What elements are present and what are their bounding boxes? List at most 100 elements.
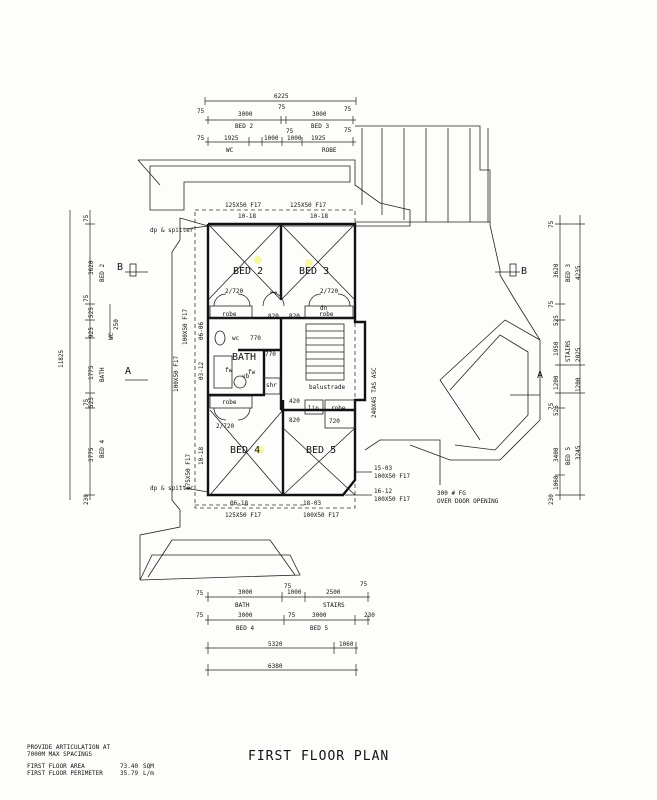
- room-label-bed2: BED 2: [233, 266, 263, 277]
- beam-label: 125X50 F17: [290, 202, 327, 209]
- floor-waste-label: fw: [225, 367, 233, 374]
- balustrade-label: balustrade: [309, 384, 346, 391]
- top-r1-dim-3: 75: [278, 104, 286, 111]
- bottom-dim: 75: [284, 583, 292, 590]
- bottom-overall-dim: 6380: [268, 663, 283, 670]
- bottom-dim: 3000: [238, 589, 253, 596]
- highlight-mark: [305, 259, 313, 267]
- left-dim: 75: [83, 214, 90, 222]
- robe-label: robe: [331, 405, 346, 412]
- section-a-left: A: [125, 366, 131, 377]
- stair-down-label: dn: [320, 305, 328, 312]
- bottom-room: BED 5: [310, 625, 328, 632]
- top-overall-dim: 6225: [274, 93, 289, 100]
- right-room: BED 3: [565, 264, 572, 282]
- top-r1-room-1: BED 2: [235, 123, 253, 130]
- lintel-label: 18-03: [303, 500, 321, 507]
- highlight-mark: [256, 446, 264, 454]
- right-inner-dim: 2025: [575, 347, 582, 362]
- section-b-right: B: [521, 266, 527, 277]
- left-room: WC: [108, 332, 115, 340]
- door-820-label: 820: [268, 313, 279, 320]
- top-r1-dim-2: 3000: [238, 111, 253, 118]
- floor-waste-label: fw: [248, 369, 256, 376]
- bottom-dimensions: 75 3000 75 1000 2500 75 BATH STAIRS 75 3…: [196, 581, 375, 676]
- bottom-dim: 75: [360, 581, 368, 588]
- left-room: BATH: [99, 367, 106, 382]
- left-room: BED 4: [99, 440, 106, 458]
- stairs: [305, 323, 345, 381]
- door-size-label: 2/720: [225, 288, 243, 295]
- lintel-label-vertical: 03-12: [198, 362, 205, 380]
- area-unit: SQM: [143, 763, 154, 770]
- beam-label: 125X50 F17: [225, 202, 262, 209]
- right-dim: 3620: [553, 263, 560, 278]
- bottom-dim: 1000: [287, 589, 302, 596]
- linen-label: lin: [308, 405, 319, 412]
- lintel-label: 10-18: [238, 213, 256, 220]
- fg-label-1: 300 # FG: [437, 490, 466, 497]
- bottom-room: BED 4: [236, 625, 254, 632]
- right-dimensions: 75 3620 75 525 1950 1200 75 525 3400 106…: [548, 215, 585, 505]
- lintel-label: 15-03: [374, 465, 392, 472]
- bottom-dim: 75: [288, 612, 296, 619]
- perimeter-label: FIRST FLOOR PERIMETER: [27, 770, 103, 777]
- lintel-label: 06-18: [230, 500, 248, 507]
- beam-label-vertical: 100X50 F17: [173, 355, 180, 392]
- left-dim: 525: [88, 397, 95, 408]
- downpipe-label: dp & spitter: [150, 485, 194, 492]
- right-dim: 3400: [553, 447, 560, 462]
- left-dim: 1775: [88, 365, 95, 380]
- bottom-dim: 3000: [312, 612, 327, 619]
- top-r1-room-2: BED 3: [311, 123, 329, 130]
- door-820-label: 820: [289, 313, 300, 320]
- right-dim: 75: [548, 220, 555, 228]
- beam-label: 100X50 F17: [303, 512, 340, 519]
- top-r2-dim-5: 75: [286, 128, 294, 135]
- lintel-label: 16-12: [374, 488, 392, 495]
- bottom-dim: 230: [364, 612, 375, 619]
- beam-label: 100X50 F17: [374, 496, 411, 503]
- top-r2-dim-1: 75: [197, 135, 205, 142]
- right-dim: 75: [548, 402, 555, 410]
- top-r1-dim-5: 75: [344, 106, 352, 113]
- wc-label: wc: [232, 335, 240, 342]
- door-size-label: 2/720: [320, 288, 338, 295]
- notes-block: PROVIDE ARTICULATION AT 7000M MAX SPACIN…: [27, 744, 154, 777]
- door-720-label: 720: [329, 418, 340, 425]
- bottom-dim: 2500: [326, 589, 341, 596]
- lintel-label-vertical: 06-06: [198, 322, 205, 340]
- left-dimensions: 11825 75 3620 75 525 925 250 1775 75 525…: [58, 210, 120, 505]
- right-inner-dim: 3245: [575, 445, 582, 460]
- top-r2-dim-2: 1925: [224, 135, 239, 142]
- robe-label: robe: [319, 311, 334, 318]
- right-inner-dim: 1200: [575, 377, 582, 392]
- left-dim: 3620: [88, 260, 95, 275]
- perimeter-value: 35.79: [120, 770, 138, 777]
- beam-label: 125X50 F17: [225, 512, 262, 519]
- left-dim: 75: [83, 294, 90, 302]
- eave-line: [194, 209, 356, 509]
- vanity-label: vb: [242, 373, 250, 380]
- top-r2-dim-6: 1925: [311, 135, 326, 142]
- robe-label: robe: [222, 311, 237, 318]
- top-r2-dim-7: 75: [344, 127, 352, 134]
- right-dim: 525: [553, 315, 560, 326]
- section-b-left: B: [117, 262, 123, 273]
- bottom-dim: 1060: [339, 641, 354, 648]
- articulation-note-2: 7000M MAX SPACINGS: [27, 751, 92, 758]
- left-dim: 525: [88, 307, 95, 318]
- left-dim: 925: [88, 327, 95, 338]
- door-770-label: 770: [265, 351, 276, 358]
- room-diagonals: [207, 223, 356, 496]
- top-r2-dim-4: 1000: [287, 135, 302, 142]
- bottom-dim: 75: [196, 590, 204, 597]
- right-dim: 1950: [553, 341, 560, 356]
- area-label: FIRST FLOOR AREA: [27, 763, 85, 770]
- left-room: BED 2: [99, 264, 106, 282]
- section-a-right: A: [537, 370, 543, 381]
- beam-label: 100X50 F17: [374, 473, 411, 480]
- bottom-room: STAIRS: [323, 602, 345, 609]
- robes: [209, 291, 356, 429]
